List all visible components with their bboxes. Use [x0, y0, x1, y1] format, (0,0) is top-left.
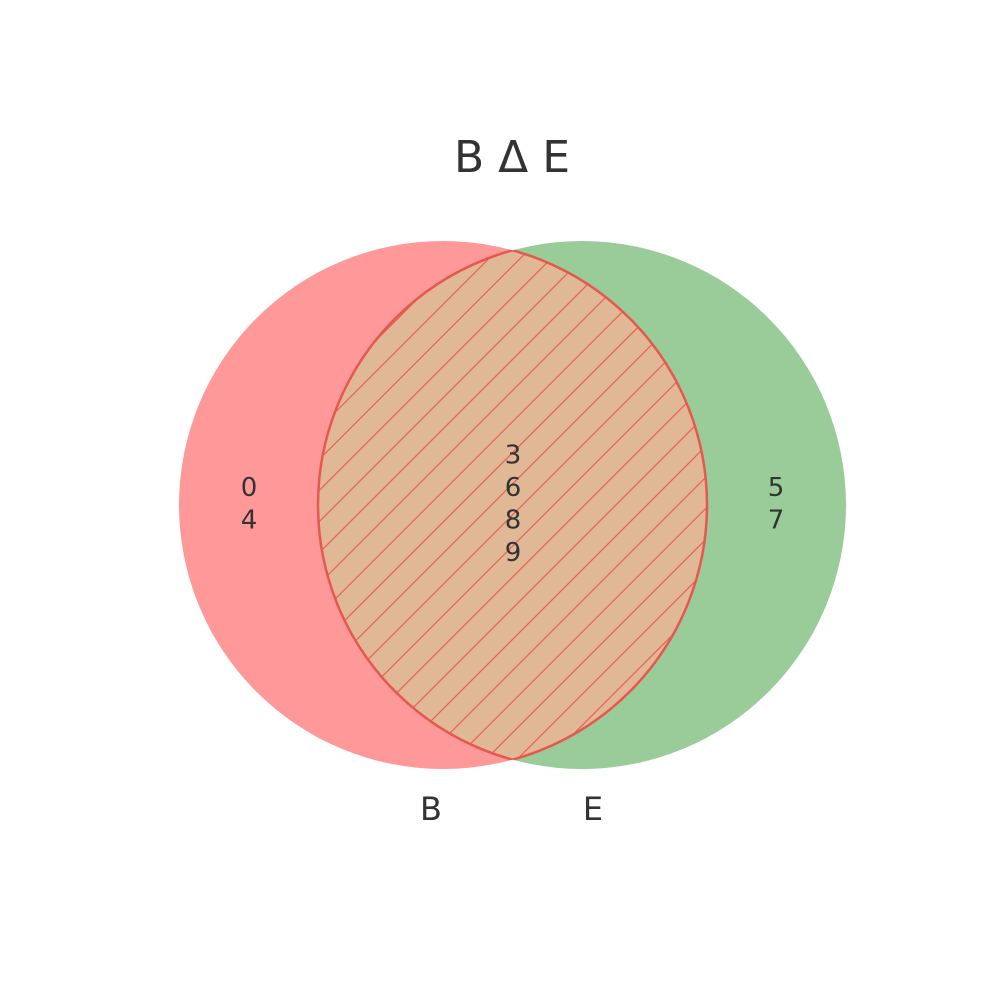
intersection-region: [318, 241, 707, 769]
region-only-e-elements: 57: [768, 473, 785, 536]
intersection-border-b: [318, 241, 709, 769]
intersection-border-e: [316, 241, 707, 769]
element-label: 6: [505, 473, 522, 503]
element-label: 8: [505, 505, 522, 535]
region-only-b-elements: 04: [241, 473, 258, 536]
element-label: 7: [768, 505, 785, 535]
intersection-hatch: [318, 241, 707, 769]
element-label: 9: [505, 538, 522, 568]
set-b-label: B: [420, 790, 442, 828]
element-label: 3: [505, 440, 522, 470]
set-e-label: E: [583, 790, 603, 828]
element-label: 0: [241, 473, 258, 503]
element-label: 4: [241, 505, 258, 535]
element-label: 5: [768, 473, 785, 503]
diagram-title: B Δ E: [454, 132, 570, 183]
